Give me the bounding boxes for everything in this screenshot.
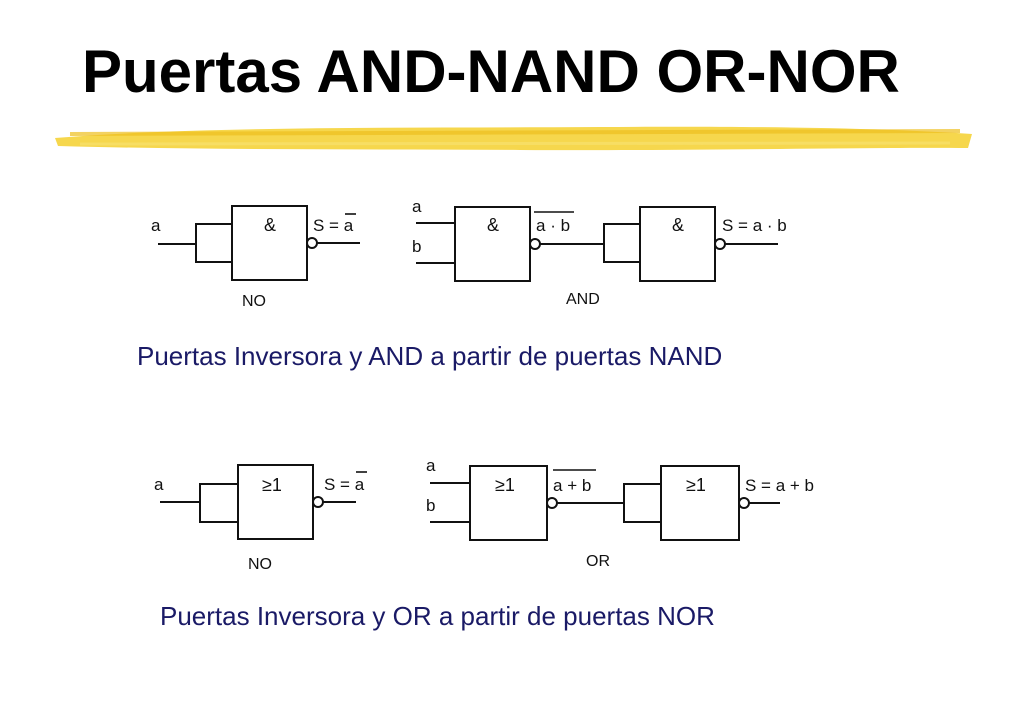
nand-section-caption: Puertas Inversora y AND a partir de puer… xyxy=(137,341,723,371)
input-a-label: a xyxy=(151,216,161,235)
nand-gate-symbol: & xyxy=(487,215,499,235)
input-b-label: b xyxy=(412,237,421,256)
output-label: S = a xyxy=(313,216,354,235)
intermediate-label: a + b xyxy=(553,476,591,495)
nor-or-circuit: a b ≥1 a + b ≥1 S = a + b OR xyxy=(426,456,814,570)
nor-gate-symbol: ≥1 xyxy=(262,475,282,495)
input-b-label: b xyxy=(426,496,435,515)
output-label: S = a + b xyxy=(745,476,814,495)
circuit-name-label: NO xyxy=(248,556,272,573)
nand-gate-symbol: & xyxy=(264,215,276,235)
nor-gate-symbol: ≥1 xyxy=(495,475,515,495)
nor-gate-symbol: ≥1 xyxy=(686,475,706,495)
nand-and-circuit: a b & a · b & S = a · b AND xyxy=(412,197,787,308)
nand-not-circuit: a & S = a NO xyxy=(151,205,360,310)
circuit-name-label: OR xyxy=(586,553,610,570)
input-a-label: a xyxy=(412,197,422,216)
nor-not-circuit: a ≥1 S = a NO xyxy=(154,464,367,573)
circuit-name-label: AND xyxy=(566,291,600,308)
circuit-name-label: NO xyxy=(242,293,266,310)
title-highlight-stroke xyxy=(55,126,972,151)
slide-title: Puertas AND-NAND OR-NOR xyxy=(82,38,900,105)
intermediate-label: a · b xyxy=(536,216,570,235)
output-label: S = a · b xyxy=(722,216,787,235)
input-a-label: a xyxy=(154,475,164,494)
input-a-label: a xyxy=(426,456,436,475)
nor-section-caption: Puertas Inversora y OR a partir de puert… xyxy=(160,601,715,631)
output-label: S = a xyxy=(324,475,365,494)
nand-gate-symbol: & xyxy=(672,215,684,235)
